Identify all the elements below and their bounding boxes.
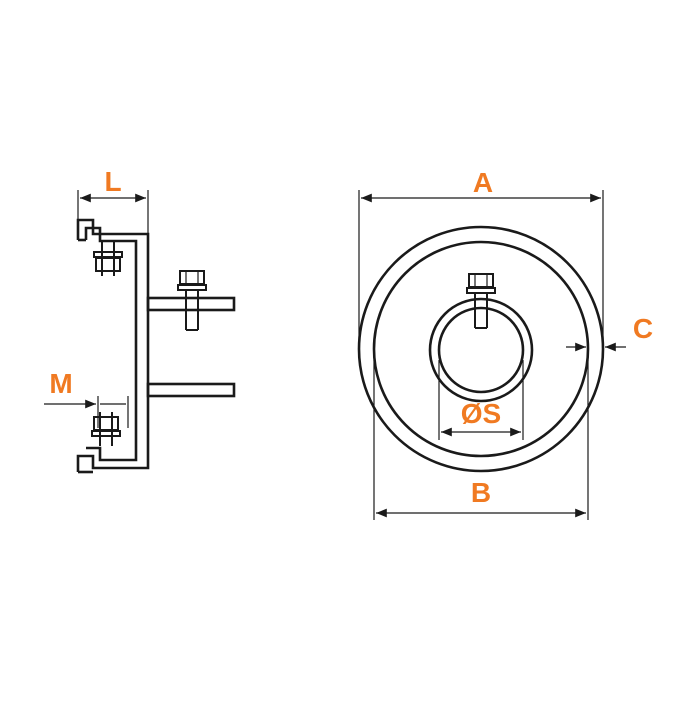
side-view: L M [44,166,236,474]
label-L: L [104,166,121,197]
dimension-A: A [358,167,604,340]
dimension-B: B [373,360,589,520]
bottom-bolt-icon [91,412,121,446]
dimension-L: L [77,166,149,234]
dimension-C: C [566,313,653,352]
label-S: ØS [461,398,501,429]
bore-inner [437,306,525,394]
label-B: B [471,477,491,508]
label-C: C [633,313,653,344]
dimension-S: ØS [438,360,524,440]
front-bolt-icon [466,273,496,329]
front-view: A B C ØS [357,167,653,520]
bore-outer [428,297,534,403]
label-A: A [473,167,493,198]
bracket-profile-outer [76,218,150,472]
top-bolt-icon [93,241,123,276]
outer-rim [357,225,605,473]
inner-rim [372,240,590,458]
lower-arm [146,382,236,398]
label-M: M [49,368,72,399]
dimension-M: M [44,368,129,428]
upper-arm [146,296,236,312]
arm-bolt-icon [177,270,207,331]
bracket-profile-inner [84,226,138,462]
